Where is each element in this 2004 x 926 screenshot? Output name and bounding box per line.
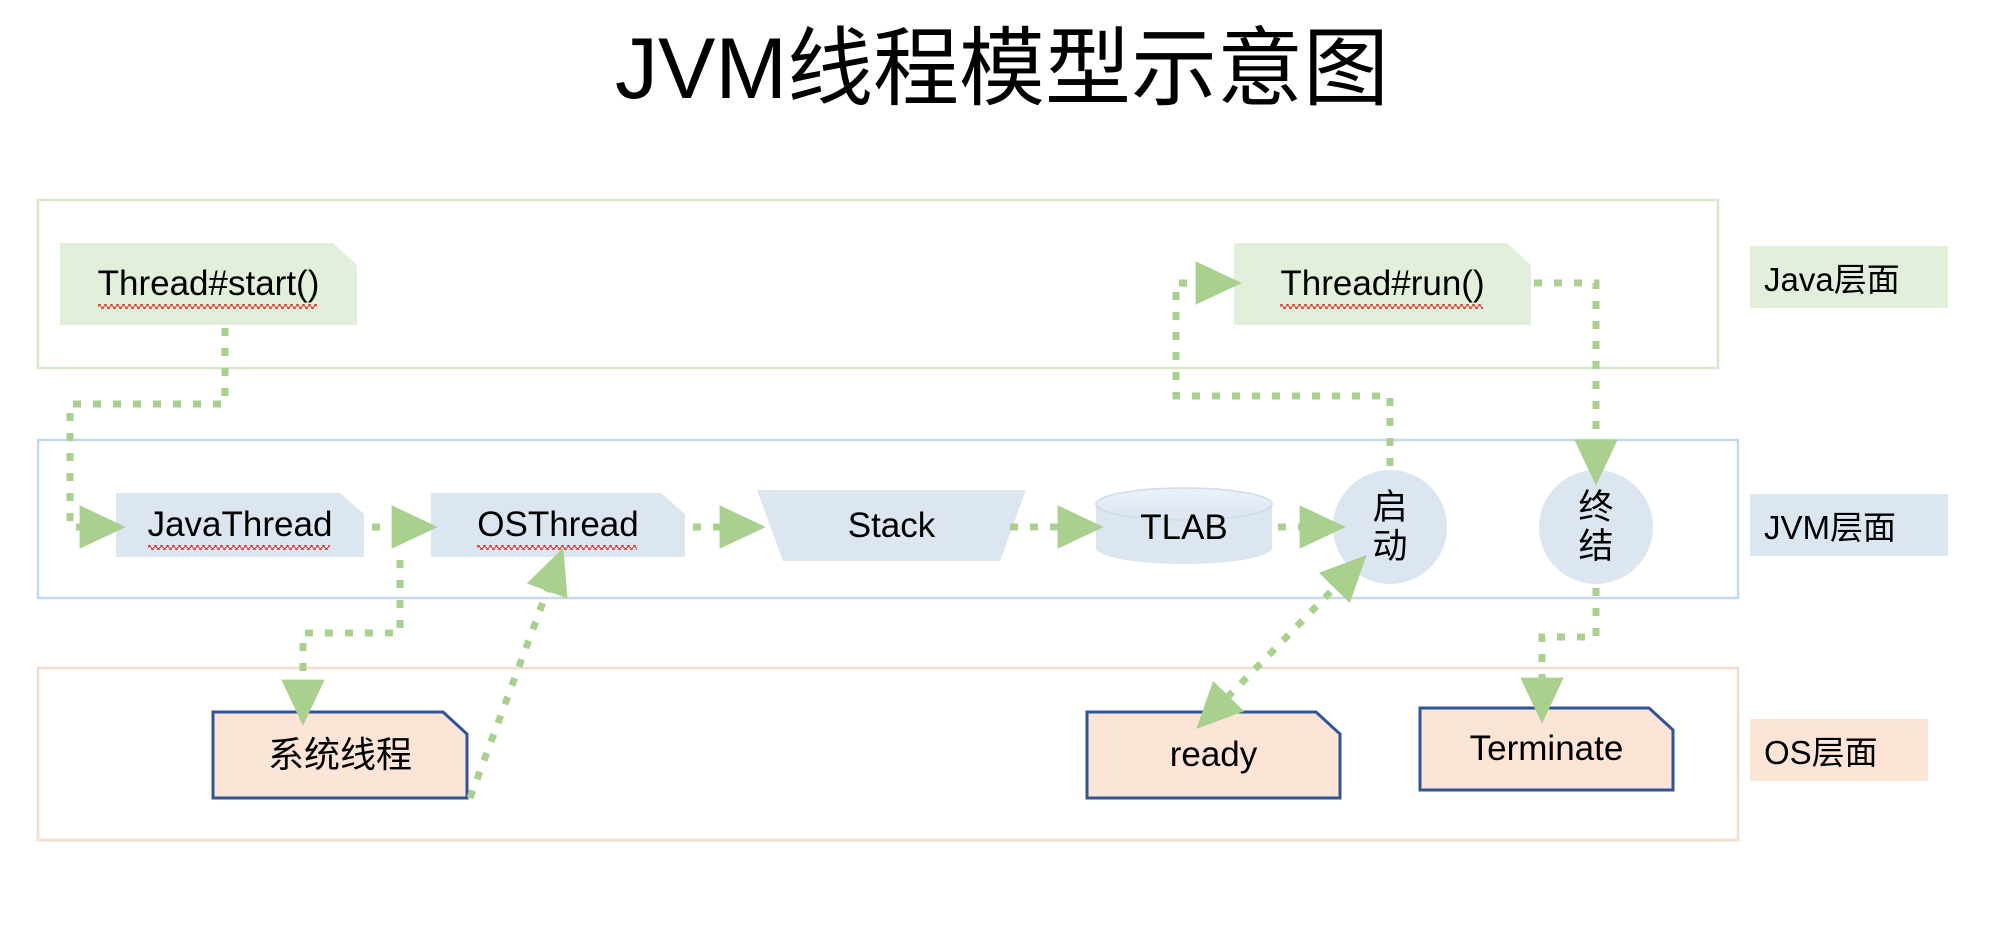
layer-container-os bbox=[36, 666, 1740, 842]
connector-thread-start-to-javathread bbox=[66, 328, 229, 549]
legend-java-layer: Java层面 bbox=[1750, 246, 1948, 308]
node-shape-javathread bbox=[116, 493, 364, 557]
node-shape-osthread bbox=[431, 493, 685, 557]
node-shape-ready bbox=[1085, 710, 1342, 800]
connector-system-thread-to-osthread bbox=[466, 547, 568, 800]
node-shape-thread-start bbox=[60, 243, 357, 325]
node-shape-terminate bbox=[1418, 706, 1675, 792]
node-shape-system-thread bbox=[211, 710, 469, 800]
connector-javathread-to-system-thread bbox=[281, 560, 404, 726]
node-shape-zhongjie bbox=[1539, 470, 1653, 584]
page-title: JVM线程模型示意图 bbox=[615, 21, 1389, 117]
legend-label-jvm: JVM层面 bbox=[1764, 509, 1896, 546]
node-shape-qidong bbox=[1333, 470, 1447, 584]
legend-jvm-layer: JVM层面 bbox=[1750, 494, 1948, 556]
legend-label-java: Java层面 bbox=[1764, 261, 1900, 298]
connector-qidong-to-thread-run bbox=[1172, 261, 1394, 466]
connector-zhongjie-to-terminate bbox=[1520, 588, 1600, 724]
node-shape-tlab bbox=[1095, 487, 1273, 564]
layer-container-jvm bbox=[36, 438, 1740, 600]
legend-os-layer: OS层面 bbox=[1750, 719, 1928, 781]
connector-ready-to-qidong bbox=[1196, 554, 1367, 730]
node-shape-thread-run bbox=[1234, 243, 1531, 325]
legend-label-os: OS层面 bbox=[1764, 734, 1878, 771]
layer-container-java bbox=[36, 198, 1720, 370]
connector-thread-run-to-zhongjie bbox=[1534, 279, 1618, 486]
node-shape-stack bbox=[757, 490, 1026, 561]
